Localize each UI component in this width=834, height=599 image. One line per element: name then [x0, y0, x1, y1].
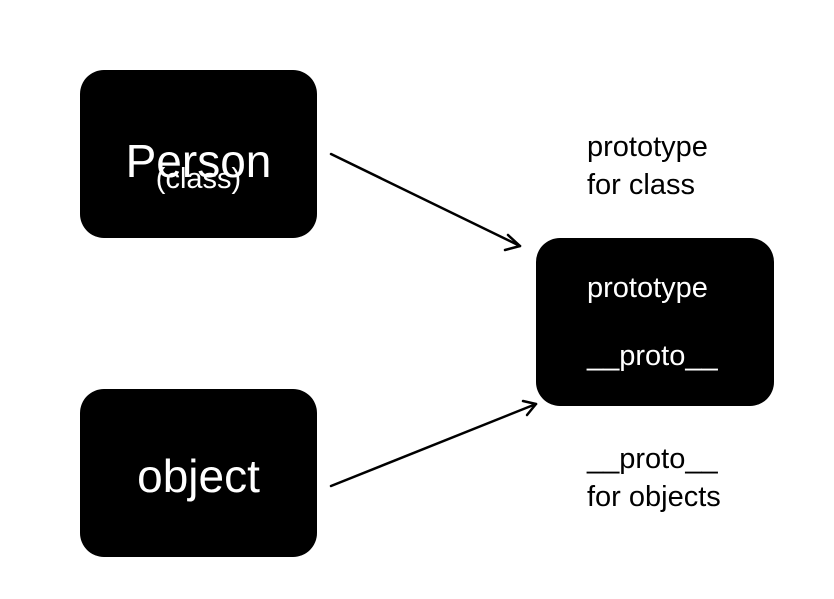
- object-title: object: [137, 450, 260, 502]
- object-node: object: [80, 389, 317, 557]
- person-title: Person: [125, 135, 272, 187]
- proto-node-label: __proto__: [587, 340, 718, 372]
- class-link-caption: prototype for class: [587, 128, 708, 204]
- person-class-node: Person (class): [80, 70, 317, 238]
- class-link-caption-line1: prototype: [587, 131, 708, 163]
- class-link-caption-line2: for class: [587, 169, 695, 201]
- prototype-node: prototype __proto__: [536, 238, 774, 406]
- prototype-node-label: prototype: [587, 272, 708, 304]
- object-link-caption-line1: __proto__: [587, 443, 718, 475]
- arrow-object-to-prototype: [329, 399, 538, 488]
- object-link-caption: __proto__ for objects: [587, 440, 721, 516]
- person-subtitle: (class): [155, 163, 242, 195]
- object-link-caption-line2: for objects: [587, 481, 721, 513]
- arrow-class-to-prototype: [329, 152, 522, 252]
